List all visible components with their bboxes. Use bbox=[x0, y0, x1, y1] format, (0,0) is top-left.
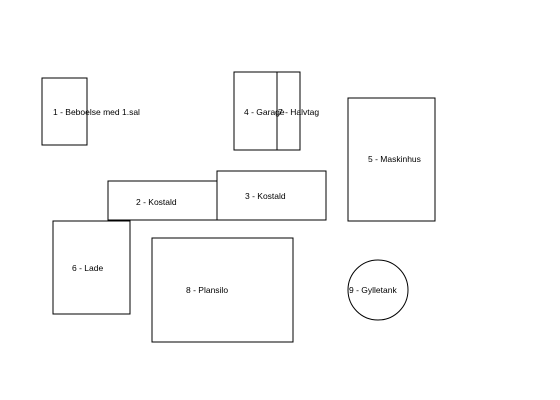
building-2-cowshed[interactable]: 2 - Kostald bbox=[107, 180, 218, 221]
building-6-outline bbox=[52, 220, 131, 315]
building-8-bunker-silo[interactable]: 8 - Plansilo bbox=[151, 237, 294, 343]
building-4-7-outline bbox=[233, 71, 301, 151]
building-6-barn[interactable]: 6 - Lade bbox=[52, 220, 131, 315]
building-4-7-garage-lean-to[interactable]: 4 - Garage 7 - Halvtag bbox=[233, 71, 319, 151]
building-8-label: 8 - Plansilo bbox=[186, 285, 228, 295]
building-1-outline bbox=[41, 77, 88, 146]
building-1-label: 1 - Beboelse med 1.sal bbox=[53, 107, 140, 117]
building-9-label: 9 - Gylletank bbox=[349, 285, 397, 295]
building-3-label: 3 - Kostald bbox=[245, 191, 286, 201]
building-5-machine-house[interactable]: 5 - Maskinhus bbox=[347, 97, 436, 222]
building-7-label: 7 - Halvtag bbox=[278, 107, 319, 117]
building-2-outline bbox=[107, 180, 218, 221]
building-3-outline bbox=[216, 170, 327, 221]
building-4-label: 4 - Garage bbox=[244, 107, 285, 117]
building-2-label: 2 - Kostald bbox=[136, 197, 177, 207]
building-5-outline bbox=[347, 97, 436, 222]
building-1-residence[interactable]: 1 - Beboelse med 1.sal bbox=[41, 77, 140, 146]
building-6-label: 6 - Lade bbox=[72, 263, 103, 273]
building-9-slurry-tank[interactable]: 9 - Gylletank bbox=[347, 259, 409, 321]
building-5-label: 5 - Maskinhus bbox=[368, 154, 421, 164]
building-9-outline bbox=[347, 259, 409, 321]
building-3-cowshed[interactable]: 3 - Kostald bbox=[216, 170, 327, 221]
building-8-outline bbox=[151, 237, 294, 343]
